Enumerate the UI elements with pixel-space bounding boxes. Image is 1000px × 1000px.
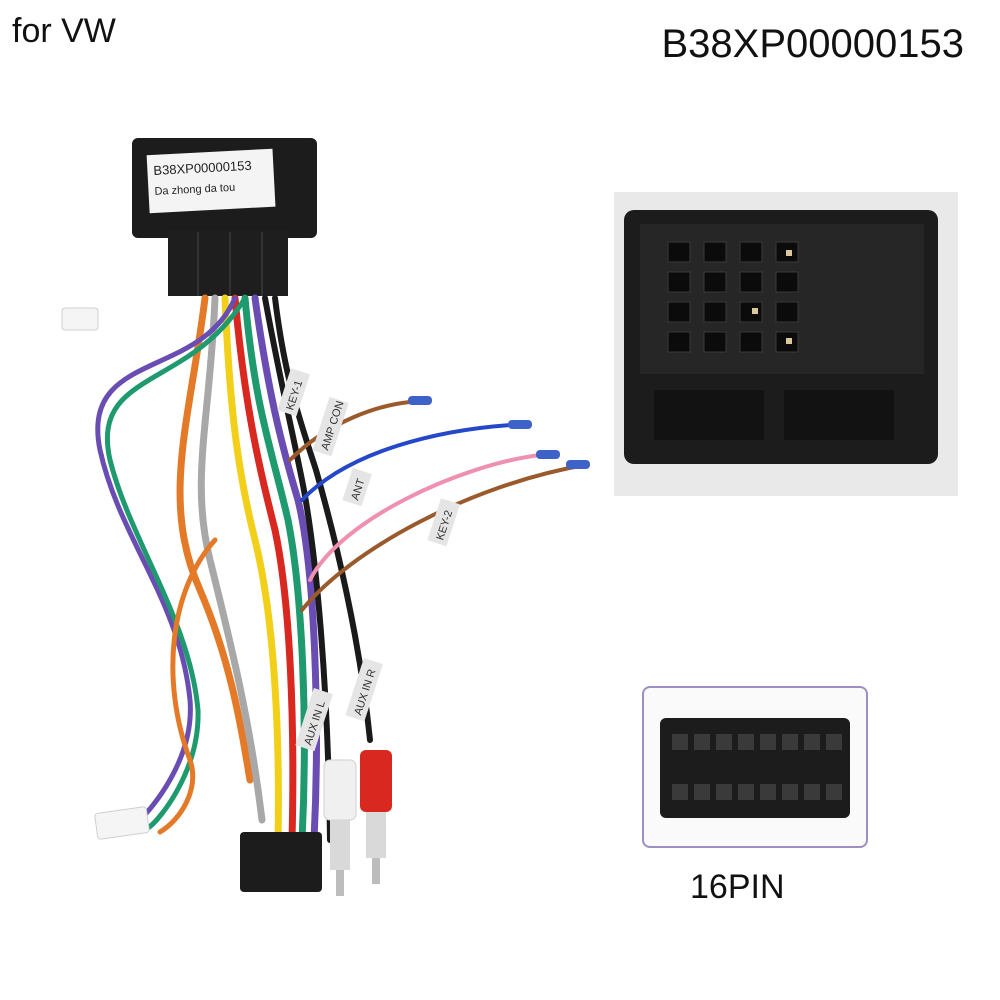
connector-closeup-image	[614, 192, 958, 496]
wiring-harness-image: B38XP00000153 Da zhong da tou	[61, 138, 590, 896]
part-number-title: B38XP00000153	[661, 22, 965, 66]
pin-count-label: 16PIN	[690, 868, 785, 906]
white-connector-bottom	[94, 806, 150, 840]
16pin-connector-image	[642, 686, 868, 848]
wire-tips	[408, 396, 590, 469]
brand-title: for VW	[12, 12, 116, 50]
wire-bundle	[95, 294, 587, 844]
bottom-black-connector	[240, 832, 322, 892]
rca-plug-white	[323, 759, 357, 896]
module-label-line1: B38XP00000153	[153, 158, 252, 178]
canbus-module: B38XP00000153 Da zhong da tou	[132, 138, 317, 296]
white-connector-top	[61, 307, 99, 331]
rca-plug-red	[360, 750, 392, 884]
module-label-line2: Da zhong da tou	[154, 182, 235, 198]
